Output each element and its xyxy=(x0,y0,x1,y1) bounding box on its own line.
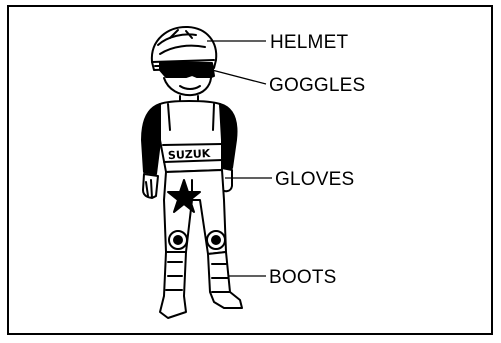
helmet-label: HELMET xyxy=(270,33,348,52)
goggles-leader-line xyxy=(212,70,266,84)
pants-drawing xyxy=(164,170,226,254)
jersey-text: SUZUK xyxy=(168,147,211,162)
boots-drawing xyxy=(160,252,242,318)
goggles-label: GOGGLES xyxy=(269,76,365,95)
jersey-drawing: SUZUK xyxy=(160,101,224,172)
gloves-label: GLOVES xyxy=(275,170,354,189)
boots-label: BOOTS xyxy=(269,268,337,287)
left-arm-drawing xyxy=(142,104,160,198)
